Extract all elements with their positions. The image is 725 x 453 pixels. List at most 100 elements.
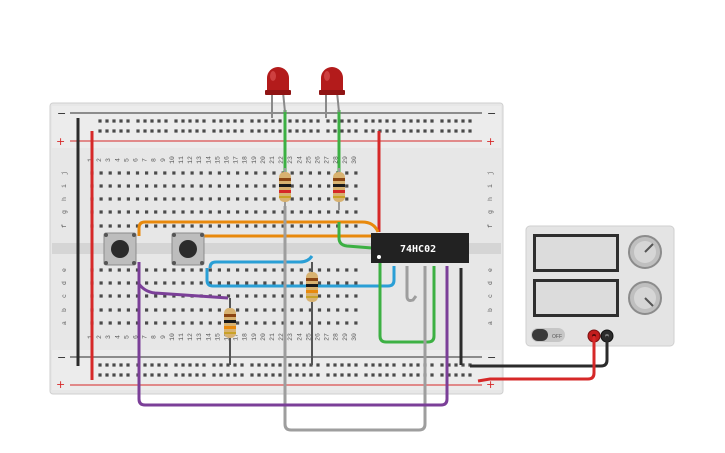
column-label: 24: [296, 333, 303, 341]
hole: [163, 171, 167, 175]
column-label: 14: [205, 333, 212, 341]
rail-plus-tl: +: [56, 135, 65, 148]
hole: [145, 197, 149, 201]
hole: [317, 184, 322, 188]
column-label: 12: [187, 156, 194, 164]
hole: [278, 363, 282, 367]
hole: [281, 210, 285, 214]
hole: [181, 224, 185, 228]
hole: [281, 294, 285, 298]
hole: [308, 171, 312, 175]
hole: [117, 224, 121, 228]
hole: [126, 184, 130, 188]
hole: [236, 184, 240, 188]
center-channel: [52, 243, 501, 254]
hole: [233, 119, 237, 123]
hole: [190, 210, 194, 214]
hole: [98, 129, 102, 133]
hole: [371, 129, 375, 133]
hole: [336, 281, 340, 285]
pushbutton-1[interactable]: [103, 232, 137, 266]
hole: [254, 184, 258, 188]
hole: [199, 308, 203, 312]
hole: [317, 308, 322, 312]
hole: [240, 373, 244, 377]
hole: [126, 197, 130, 201]
hole: [226, 119, 230, 123]
hole: [347, 129, 351, 133]
column-label: 10: [169, 333, 176, 341]
hole: [202, 363, 206, 367]
hole: [385, 363, 389, 367]
hole: [212, 119, 216, 123]
led-1[interactable]: [265, 67, 291, 118]
hole: [163, 308, 167, 312]
hole: [468, 119, 472, 123]
hole: [135, 224, 140, 228]
hole: [99, 321, 103, 325]
hole: [272, 171, 276, 175]
hole: [181, 363, 185, 367]
hole: [347, 119, 351, 123]
wire-gray-2: [405, 266, 418, 302]
power-supply[interactable]: OFF: [525, 225, 675, 347]
resistor-4[interactable]: [224, 298, 236, 365]
hole: [208, 281, 212, 285]
hole: [354, 197, 358, 201]
hole: [454, 373, 458, 377]
row-label: j: [61, 171, 68, 175]
hole: [364, 119, 368, 123]
hole: [202, 119, 206, 123]
hole: [226, 171, 231, 175]
row-label: j: [487, 171, 494, 175]
hole: [440, 373, 444, 377]
resistor-3[interactable]: [306, 262, 318, 365]
pushbutton-2[interactable]: [171, 232, 205, 266]
hole: [271, 129, 275, 133]
rail-plus-tr: +: [486, 135, 495, 148]
hole: [402, 129, 406, 133]
column-label: 4: [114, 335, 121, 339]
hole: [99, 308, 103, 312]
row-label: h: [61, 197, 68, 201]
hole: [199, 224, 203, 228]
hole: [345, 268, 349, 272]
hole: [409, 119, 413, 123]
hole: [108, 171, 112, 175]
hole: [202, 129, 206, 133]
hole: [163, 210, 167, 214]
hole: [333, 129, 337, 133]
hole: [143, 129, 147, 133]
hole: [172, 210, 176, 214]
power-switch[interactable]: OFF: [531, 328, 565, 342]
ic-74hc02[interactable]: 74HC02: [371, 233, 469, 263]
hole: [423, 119, 427, 123]
column-label: 5: [123, 335, 130, 339]
hole: [126, 129, 130, 133]
led-2[interactable]: [319, 67, 345, 118]
hole: [174, 373, 178, 377]
hole: [136, 119, 140, 123]
hole: [190, 171, 194, 175]
hole: [254, 308, 258, 312]
hole: [461, 373, 465, 377]
resistor-1[interactable]: [279, 168, 291, 210]
hole: [430, 363, 434, 367]
hole: [199, 268, 203, 272]
column-label: 23: [287, 333, 294, 341]
hole: [217, 308, 221, 312]
column-label: 6: [133, 335, 140, 339]
hole: [440, 363, 444, 367]
hole: [317, 294, 322, 298]
column-label: 24: [296, 156, 303, 164]
hole: [164, 363, 168, 367]
hole: [295, 373, 299, 377]
resistor-2[interactable]: [333, 168, 345, 210]
wire-gray-1: [283, 206, 427, 432]
column-label: 30: [351, 156, 358, 164]
hole: [117, 281, 121, 285]
hole: [126, 281, 130, 285]
hole: [236, 281, 240, 285]
hole: [327, 308, 331, 312]
